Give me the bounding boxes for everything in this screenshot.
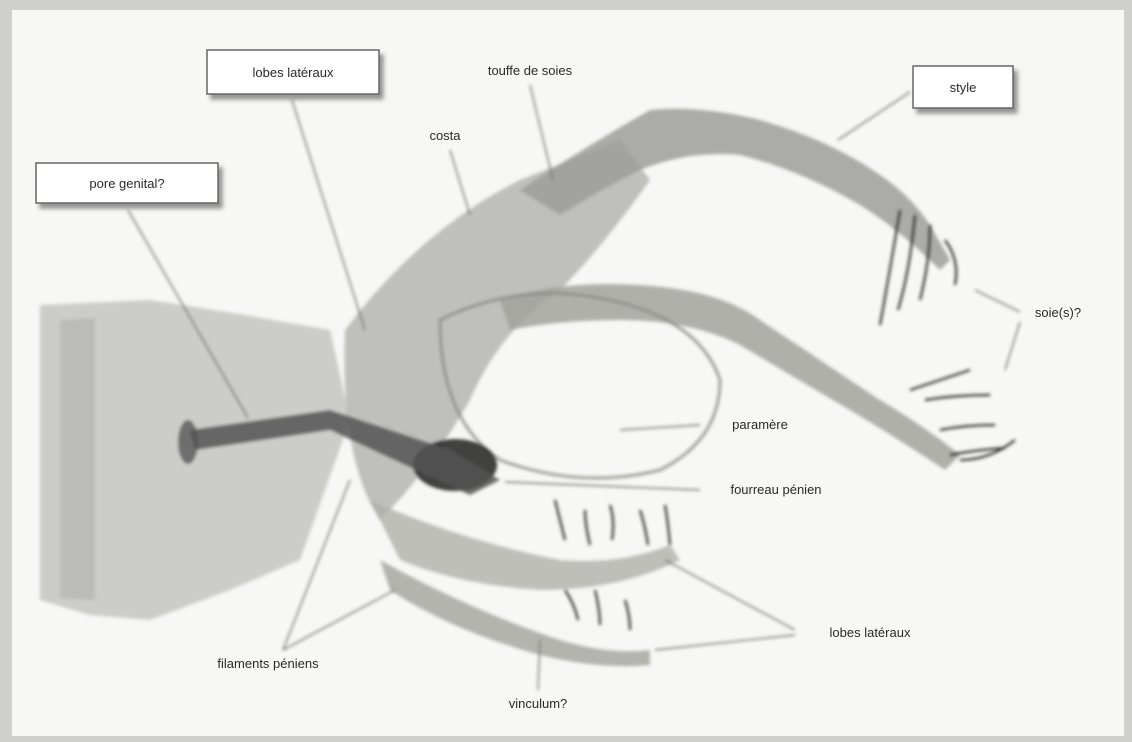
label-soies: soie(s)? bbox=[1035, 305, 1081, 320]
box-pore-genital: pore genital? bbox=[36, 163, 218, 203]
pore-knob bbox=[178, 420, 198, 464]
label-style: style bbox=[950, 80, 977, 95]
box-style: style bbox=[913, 66, 1013, 108]
label-filaments-peniens: filaments péniens bbox=[217, 656, 319, 671]
segment-shade bbox=[60, 318, 95, 600]
label-paramere: paramère bbox=[732, 417, 788, 432]
label-lobes-lateraux-bottom: lobes latéraux bbox=[830, 625, 911, 640]
label-fourreau-penien: fourreau pénien bbox=[730, 482, 821, 497]
label-vinculum: vinculum? bbox=[509, 696, 568, 711]
label-touffe-de-soies: touffe de soies bbox=[488, 63, 573, 78]
label-pore-genital: pore genital? bbox=[89, 176, 164, 191]
box-lobes-lateraux-top: lobes latéraux bbox=[207, 50, 379, 94]
label-lobes-lateraux-top: lobes latéraux bbox=[253, 65, 334, 80]
label-costa: costa bbox=[429, 128, 461, 143]
